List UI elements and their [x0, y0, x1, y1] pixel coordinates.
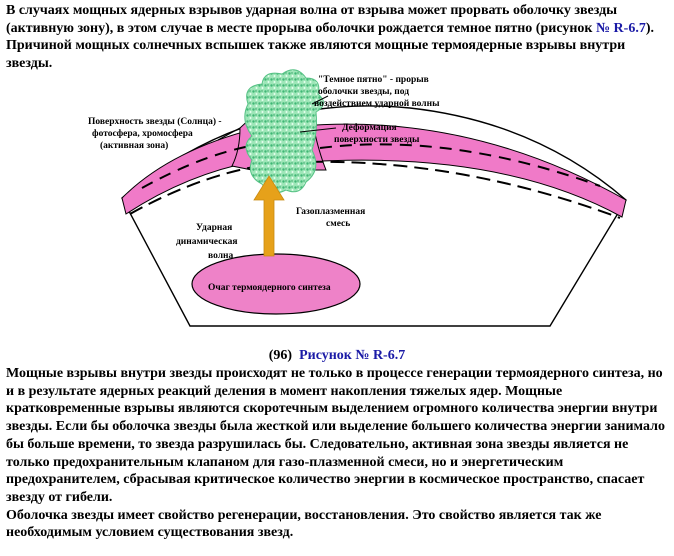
- body-text: Мощные взрывы внутри звезды происходят н…: [6, 366, 665, 505]
- leader-line-surface: [217, 127, 241, 141]
- rupture-flank-left: [231, 98, 271, 171]
- intro-text-end: ). Причиной мощных солнечных вспышек так…: [6, 20, 654, 72]
- shell-outer-dashed-line-right: [319, 143, 601, 187]
- intro-paragraph: В случаях мощных ядерных взрывов ударная…: [6, 2, 670, 73]
- label-spot-line3: воздействием ударной волны: [314, 98, 440, 109]
- label-gas-line1: Газоплазменная: [296, 207, 365, 217]
- rupture-flank-right: [287, 96, 327, 171]
- shell-outer-dashed-line: [141, 145, 251, 189]
- caption-ref[interactable]: Рисунок № R-6.7: [299, 348, 406, 363]
- label-surface-line3: (активная зона): [100, 140, 168, 151]
- figure-caption: (96) Рисунок № R-6.7: [0, 348, 674, 364]
- star-shell-right: [299, 123, 627, 218]
- leader-line-deform: [299, 127, 337, 133]
- label-gas-line2: смесь: [326, 219, 350, 229]
- shell-inner-dashed-line: [129, 160, 621, 219]
- label-wave-line2: динамическая: [176, 237, 238, 247]
- caption-number: (96): [268, 348, 293, 363]
- dark-spot-burst: [244, 69, 324, 194]
- label-surface-line2: фотосфера, хромосфера: [92, 128, 193, 139]
- leader-line-spot: [311, 95, 329, 105]
- label-wave-line1: Ударная: [196, 223, 232, 233]
- intro-text: В случаях мощных ядерных взрывов ударная…: [6, 3, 618, 36]
- label-spot-line1: "Темное пятно" - прорыв: [318, 75, 429, 85]
- body-paragraph: Мощные взрывы внутри звезды происходят н…: [6, 365, 670, 542]
- label-deform-line1: Деформация: [342, 122, 397, 133]
- label-surface-line1: Поверхность звезды (Солнца) -: [88, 116, 222, 127]
- star-shell-left: [121, 127, 263, 215]
- shock-wave-arrow: [253, 175, 285, 257]
- label-core: Очаг термоядерного синтеза: [208, 283, 331, 293]
- figure-reference-link[interactable]: № R-6.7: [595, 20, 646, 36]
- label-wave-line3: волна: [208, 251, 233, 261]
- label-deform-line2: поверхности звезды: [334, 135, 420, 145]
- label-spot-line2: оболочки звезды, под: [318, 86, 409, 97]
- star-outline: [121, 105, 627, 327]
- body-text-2: Оболочка звезды имеет свойство регенерац…: [6, 507, 602, 541]
- thermonuclear-core: [191, 253, 361, 315]
